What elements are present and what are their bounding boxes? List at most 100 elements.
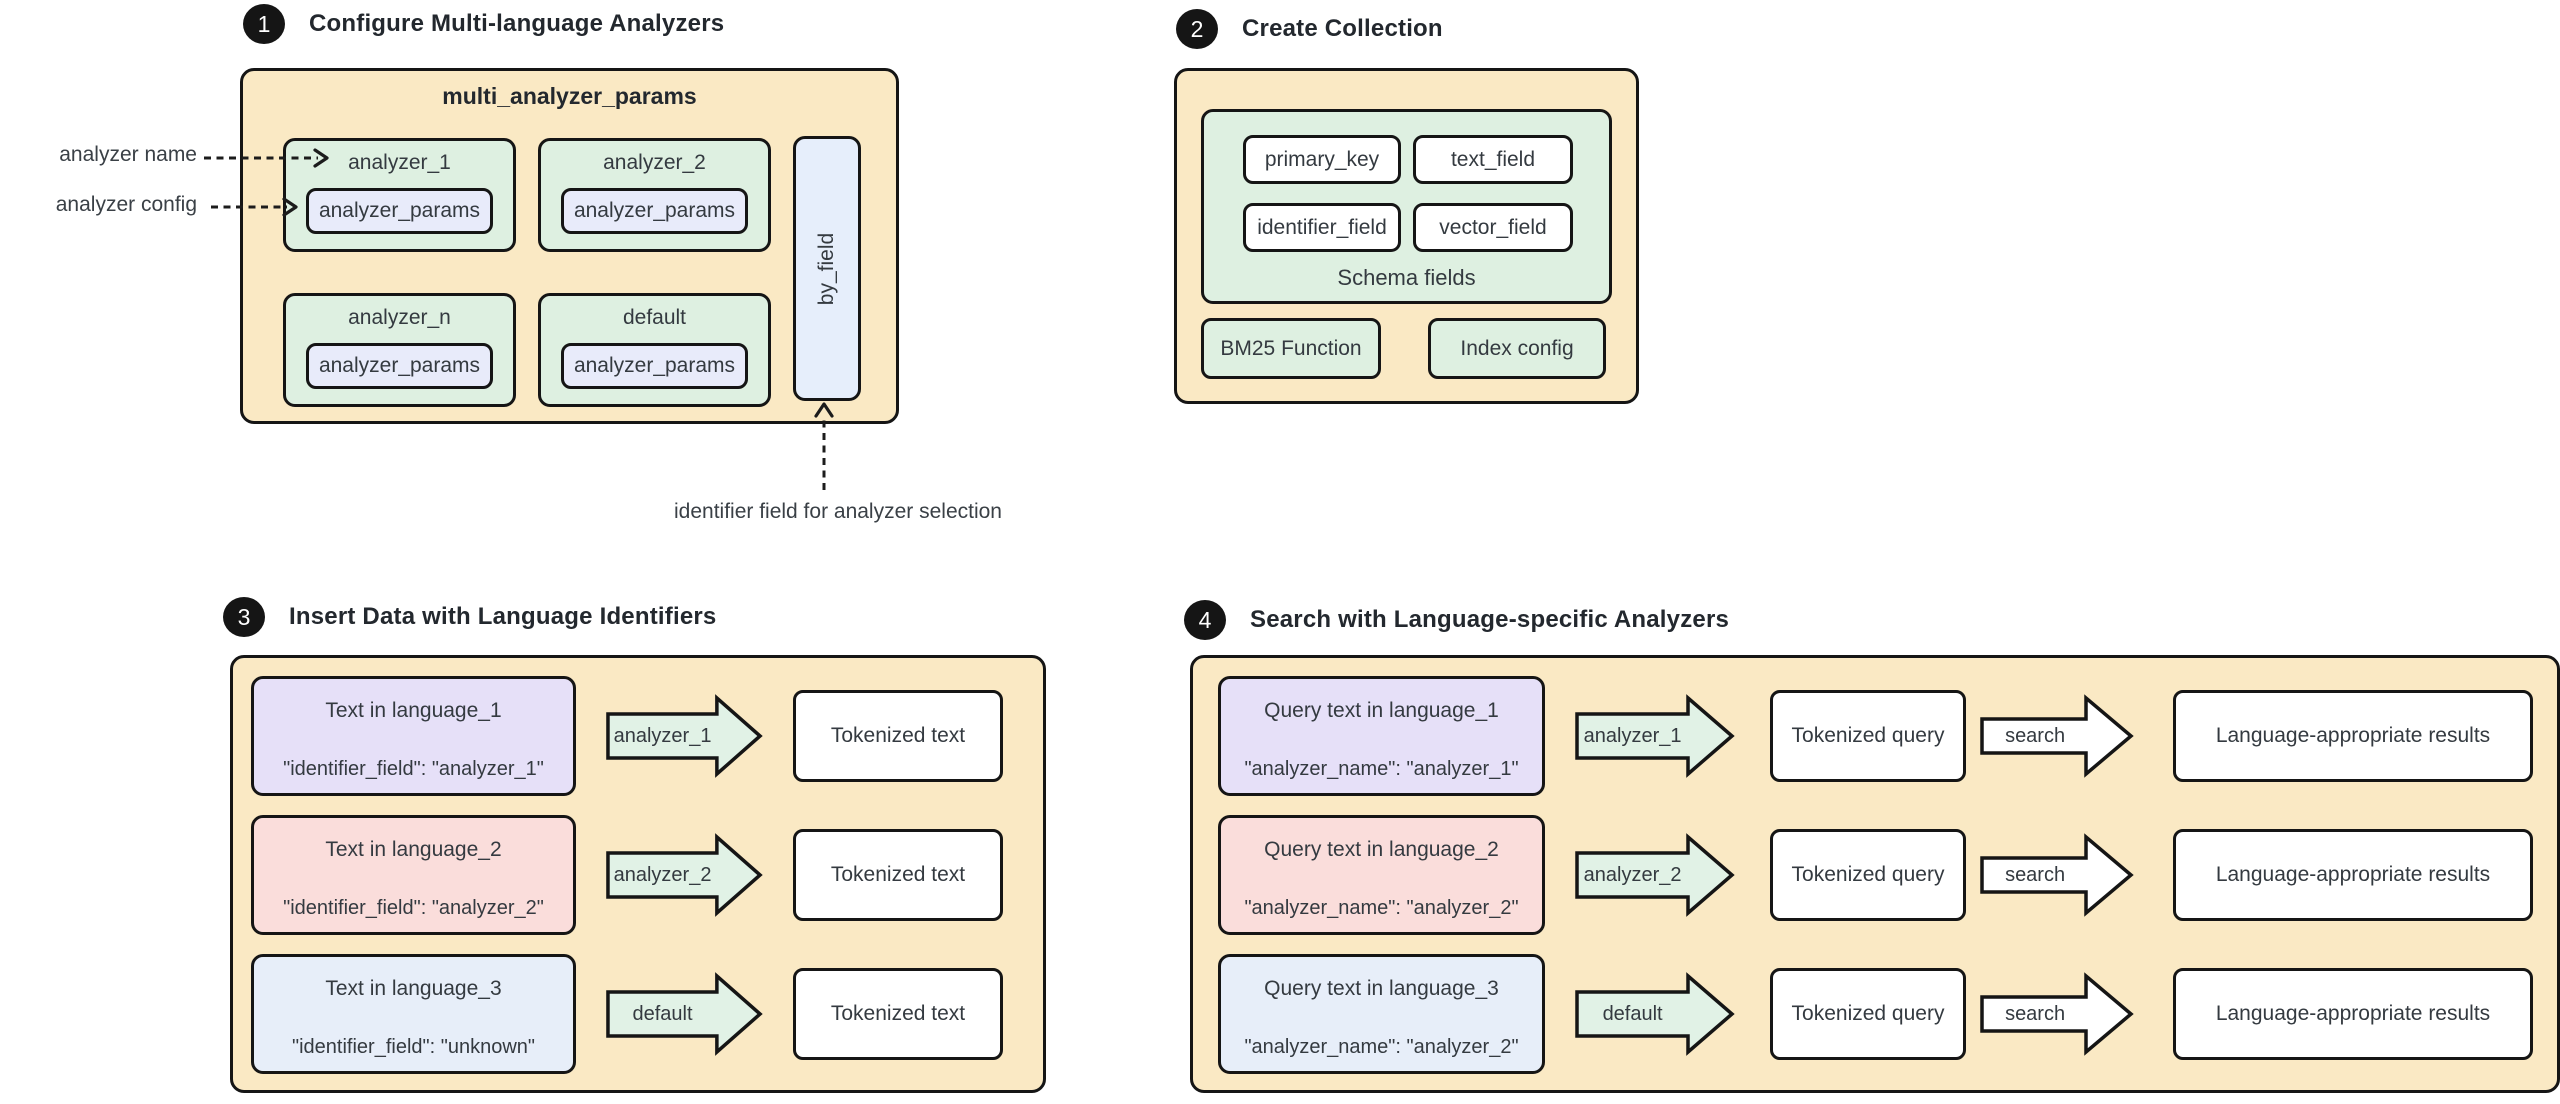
flow-arrow-default: default [1575, 974, 1735, 1054]
flow-arrow-default: default [606, 974, 763, 1054]
arrow-polygon [608, 837, 760, 913]
insert-text-box-language-3: Text in language_3 "identifier_field": "… [251, 954, 576, 1074]
tokenized-query-box: Tokenized query [1770, 968, 1966, 1060]
tokenized-query-box: Tokenized query [1770, 829, 1966, 921]
analyzer-name-json: "analyzer_name": "analyzer_1" [1244, 758, 1519, 780]
query-text-box-language-2: Query text in language_2 "analyzer_name"… [1218, 815, 1545, 935]
search-panel: Query text in language_1 "analyzer_name"… [1190, 655, 2560, 1093]
analyzer-params-pill: analyzer_params [561, 343, 748, 389]
analyzer-card-n: analyzer_n analyzer_params [283, 293, 516, 407]
search-arrow: search [1980, 974, 2133, 1054]
query-title: Query text in language_3 [1264, 977, 1499, 1000]
arrow-label: analyzer_2 [1583, 863, 1682, 886]
identifier-json: "identifier_field": "analyzer_2" [283, 897, 544, 919]
field-box-primary-key: primary_key [1243, 135, 1401, 184]
flow-arrow-analyzer-2: analyzer_2 [1575, 835, 1735, 915]
callout-analyzer-name: analyzer name [59, 143, 197, 166]
insert-data-panel: Text in language_1 "identifier_field": "… [230, 655, 1046, 1093]
arrow-polygon [1577, 698, 1732, 774]
analyzer-card-1: analyzer_1 analyzer_params [283, 138, 516, 252]
analyzer-params-pill: analyzer_params [306, 188, 493, 234]
results-box: Language-appropriate results [2173, 690, 2533, 782]
block-arrow-shape [1980, 835, 2133, 915]
insert-text-box-language-1: Text in language_1 "identifier_field": "… [251, 676, 576, 796]
arrow-polygon [1982, 698, 2131, 774]
analyzer-params-pill: analyzer_params [561, 188, 748, 234]
step3-header: 3 Insert Data with Language Identifiers [223, 597, 716, 637]
analyzer-name-label: default [622, 306, 687, 329]
step1-header: 1 Configure Multi-language Analyzers [243, 4, 724, 44]
multi-analyzer-params-panel: multi_analyzer_params analyzer_1 analyze… [240, 68, 899, 424]
tokenized-text-box: Tokenized text [793, 690, 1003, 782]
block-arrow-shape [606, 696, 763, 776]
multi-analyzer-params-label: multi_analyzer_params [442, 83, 697, 109]
tokenized-text-box: Tokenized text [793, 829, 1003, 921]
step2-title: Create Collection [1242, 15, 1443, 42]
field-box-identifier-field: identifier_field [1243, 203, 1401, 252]
text-title: Text in language_3 [325, 977, 502, 1000]
analyzer-name-json: "analyzer_name": "analyzer_2" [1244, 1036, 1519, 1058]
block-arrow-shape [1575, 696, 1735, 776]
block-arrow-shape [606, 974, 763, 1054]
tokenized-query-box: Tokenized query [1770, 690, 1966, 782]
identifier-json: "identifier_field": "analyzer_1" [283, 758, 544, 780]
query-title: Query text in language_2 [1264, 838, 1499, 861]
arrow-label: analyzer_1 [1583, 724, 1682, 747]
insert-text-box-language-2: Text in language_2 "identifier_field": "… [251, 815, 576, 935]
by-field-box: by_field [793, 136, 861, 401]
block-arrow-shape [606, 835, 763, 915]
results-box: Language-appropriate results [2173, 968, 2533, 1060]
search-arrow: search [1980, 696, 2133, 776]
arrow-polygon [1982, 837, 2131, 913]
block-arrow-shape [1575, 835, 1735, 915]
analyzer-name-label: analyzer_2 [603, 151, 706, 174]
bm25-function-box: BM25 Function [1201, 318, 1381, 379]
block-arrow-shape [1980, 974, 2133, 1054]
schema-fields-label: Schema fields [1337, 265, 1476, 290]
analyzer-params-pill: analyzer_params [306, 343, 493, 389]
step2-badge: 2 [1176, 9, 1218, 49]
analyzer-name-json: "analyzer_name": "analyzer_2" [1244, 897, 1519, 919]
arrow-polygon [1577, 837, 1732, 913]
step1-title: Configure Multi-language Analyzers [309, 10, 725, 37]
arrow-label: search [2005, 1002, 2066, 1025]
step4-title: Search with Language-specific Analyzers [1250, 606, 1730, 633]
step1-badge: 1 [243, 4, 285, 44]
arrow-label: analyzer_1 [613, 724, 712, 747]
text-title: Text in language_1 [325, 699, 502, 722]
arrow-polygon [608, 698, 760, 774]
index-config-box: Index config [1428, 318, 1606, 379]
block-arrow-shape [1575, 974, 1735, 1054]
step2-header: 2 Create Collection [1176, 9, 1443, 49]
field-box-text-field: text_field [1413, 135, 1573, 184]
step3-badge: 3 [223, 597, 265, 637]
query-title: Query text in language_1 [1264, 699, 1499, 722]
field-box-vector-field: vector_field [1413, 203, 1573, 252]
analyzer-name-label: analyzer_1 [348, 151, 451, 174]
arrow-polygon [608, 976, 760, 1052]
step4-badge: 4 [1184, 600, 1226, 640]
query-text-box-language-1: Query text in language_1 "analyzer_name"… [1218, 676, 1545, 796]
identifier-json: "identifier_field": "unknown" [292, 1036, 535, 1058]
analyzer-name-label: analyzer_n [348, 306, 451, 329]
arrow-polygon [1577, 976, 1732, 1052]
analyzer-card-default: default analyzer_params [538, 293, 771, 407]
arrow-label: analyzer_2 [613, 863, 712, 886]
arrow-label: default [1602, 1002, 1663, 1025]
text-title: Text in language_2 [325, 838, 502, 861]
create-collection-panel: primary_key text_field identifier_field … [1174, 68, 1639, 404]
arrow-label: default [632, 1002, 693, 1025]
search-arrow: search [1980, 835, 2133, 915]
block-arrow-shape [1980, 696, 2133, 776]
analyzer-card-2: analyzer_2 analyzer_params [538, 138, 771, 252]
flow-arrow-analyzer-1: analyzer_1 [606, 696, 763, 776]
flow-arrow-analyzer-1: analyzer_1 [1575, 696, 1735, 776]
flow-arrow-analyzer-2: analyzer_2 [606, 835, 763, 915]
tokenized-text-box: Tokenized text [793, 968, 1003, 1060]
schema-fields-card: primary_key text_field identifier_field … [1201, 109, 1612, 304]
arrow-label: search [2005, 863, 2066, 886]
callout-analyzer-config: analyzer config [55, 193, 197, 216]
arrow-label: search [2005, 724, 2066, 747]
step3-title: Insert Data with Language Identifiers [289, 603, 717, 630]
